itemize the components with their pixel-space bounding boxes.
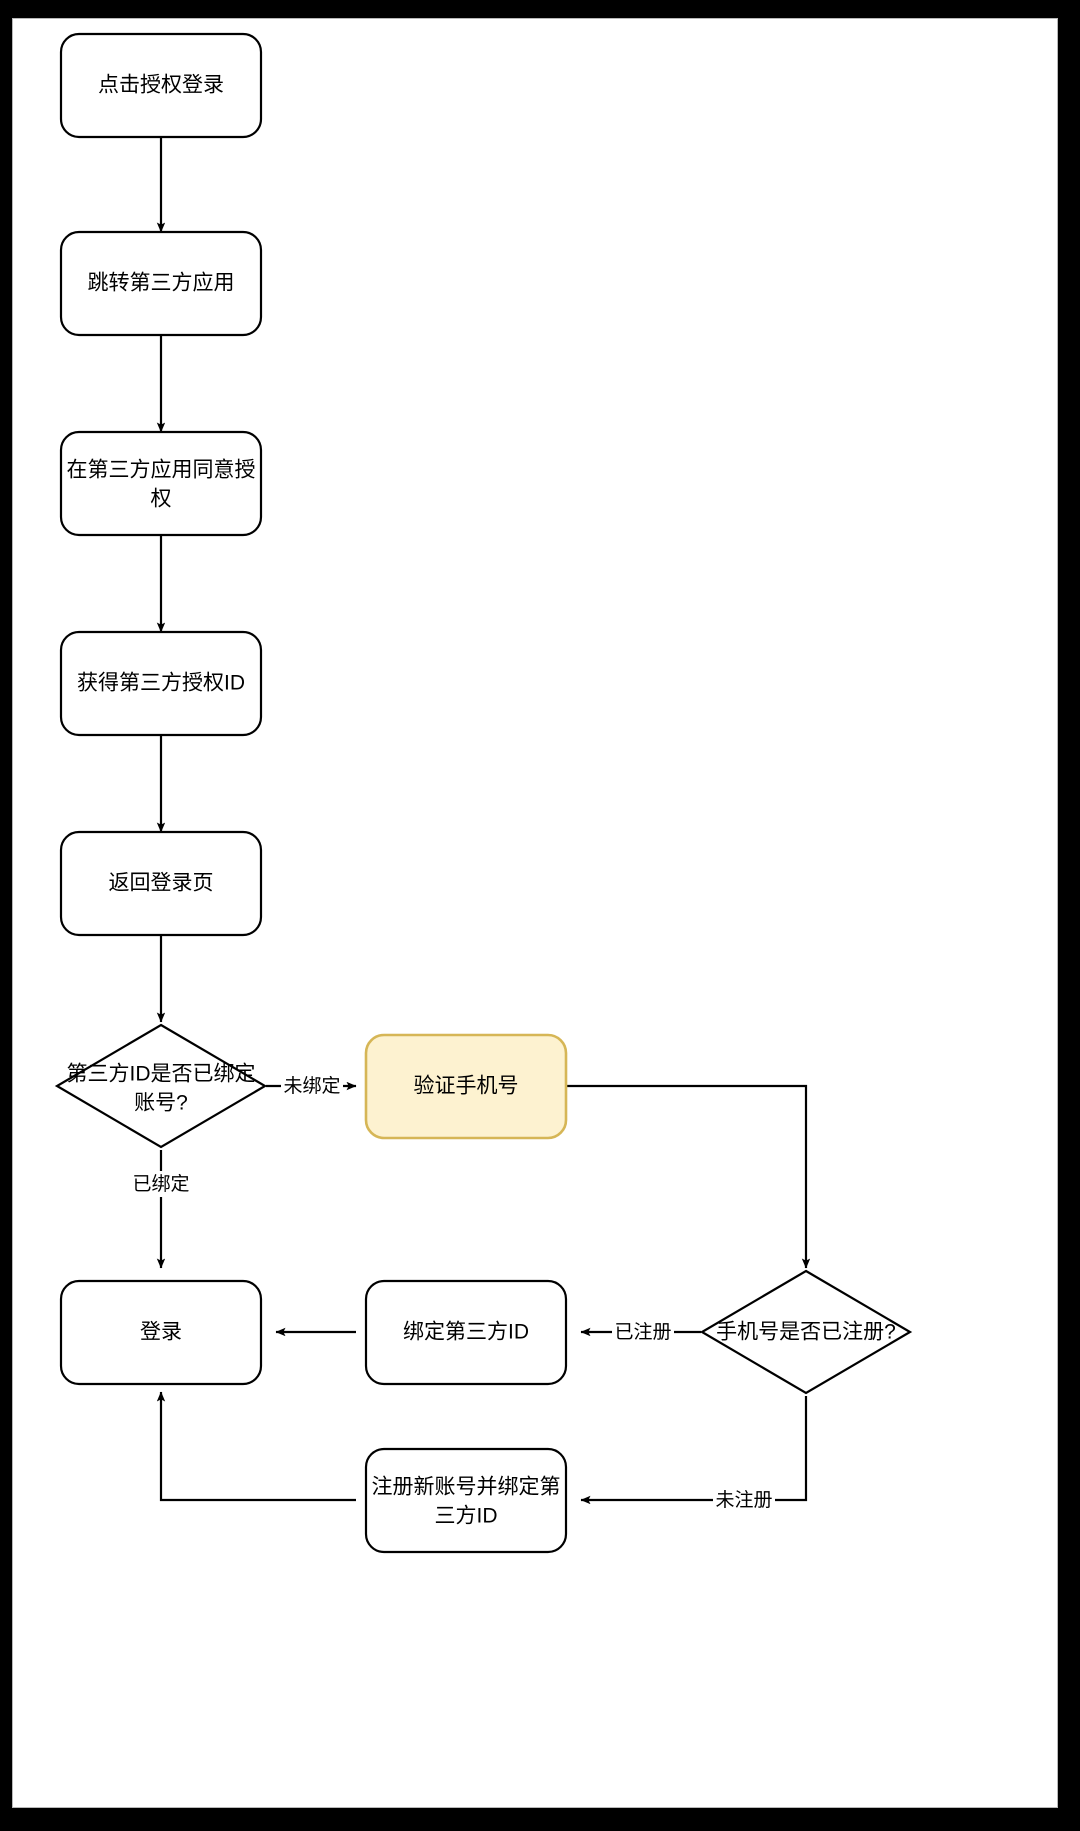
edge-label-unbound: 未绑定 [283,1075,340,1097]
node-label-n2: 跳转第三方应用 [88,272,235,295]
decision-third-party-id-bound[interactable]: 第三方ID是否已绑定 账号? [54,1023,268,1149]
decision-label-d1-line2: 账号? [134,1092,188,1115]
flowchart-svg: 未绑定 已绑定 已注册 未注册 点击授权登录 [54,32,913,1554]
node-click-authorize-login[interactable]: 点击授权登录 [59,32,263,139]
decision-phone-registered[interactable]: 手机号是否已注册? [699,1269,913,1395]
edge-n9-n8 [156,1391,356,1502]
node-login[interactable]: 登录 [59,1279,263,1386]
edge-label-bg-unbound [281,1073,343,1099]
edge-d2-n9 [580,1396,808,1505]
node-verify-phone-number[interactable]: 验证手机号 [364,1033,568,1140]
decision-shape-d1 [54,1023,268,1149]
node-label-n9-line1: 注册新账号并绑定第 [372,1476,561,1499]
node-label-n1: 点击授权登录 [98,74,224,97]
node-shape-n5 [59,830,263,937]
node-obtain-third-party-auth-id[interactable]: 获得第三方授权ID [59,630,263,737]
decision-label-d2: 手机号是否已注册? [716,1321,896,1344]
edge-label-unregistered: 未注册 [715,1489,772,1511]
node-register-new-account-and-bind[interactable]: 注册新账号并绑定第 三方ID [364,1447,568,1554]
node-shape-n9 [364,1447,568,1554]
node-shape-n8 [59,1279,263,1386]
edge-label-bg-unregistered [713,1487,775,1513]
node-shape-n4 [59,630,263,737]
node-label-n5: 返回登录页 [109,872,214,895]
edge-n6-d2 [566,1084,811,1269]
diagram-canvas: 未绑定 已绑定 已注册 未注册 点击授权登录 [12,18,1058,1808]
node-label-n4: 获得第三方授权ID [77,672,245,695]
node-label-n3-line1: 在第三方应用同意授 [67,459,256,482]
node-consent-in-third-party-app[interactable]: 在第三方应用同意授 权 [59,430,263,537]
edge-label-registered: 已注册 [614,1321,671,1343]
node-shape-n1 [59,32,263,139]
node-label-n8: 登录 [140,1321,182,1344]
edge-label-bg-registered [612,1319,674,1345]
node-label-n6: 验证手机号 [414,1075,519,1098]
node-bind-third-party-id[interactable]: 绑定第三方ID [364,1279,568,1386]
node-shape-n6 [364,1033,568,1140]
node-label-n7: 绑定第三方ID [403,1321,529,1344]
edge-label-bound: 已绑定 [132,1173,189,1195]
decision-label-d1-line1: 第三方ID是否已绑定 [67,1063,256,1086]
node-label-n3-line2: 权 [151,488,172,511]
node-shape-n7 [364,1279,568,1386]
node-shape-n2 [59,230,263,337]
edge-label-bg-bound [129,1171,193,1197]
decision-shape-d2 [699,1269,913,1395]
node-label-n9-line2: 三方ID [435,1505,498,1528]
node-shape-n3 [59,430,263,537]
node-return-to-login-page[interactable]: 返回登录页 [59,830,263,937]
node-jump-third-party-app[interactable]: 跳转第三方应用 [59,230,263,337]
